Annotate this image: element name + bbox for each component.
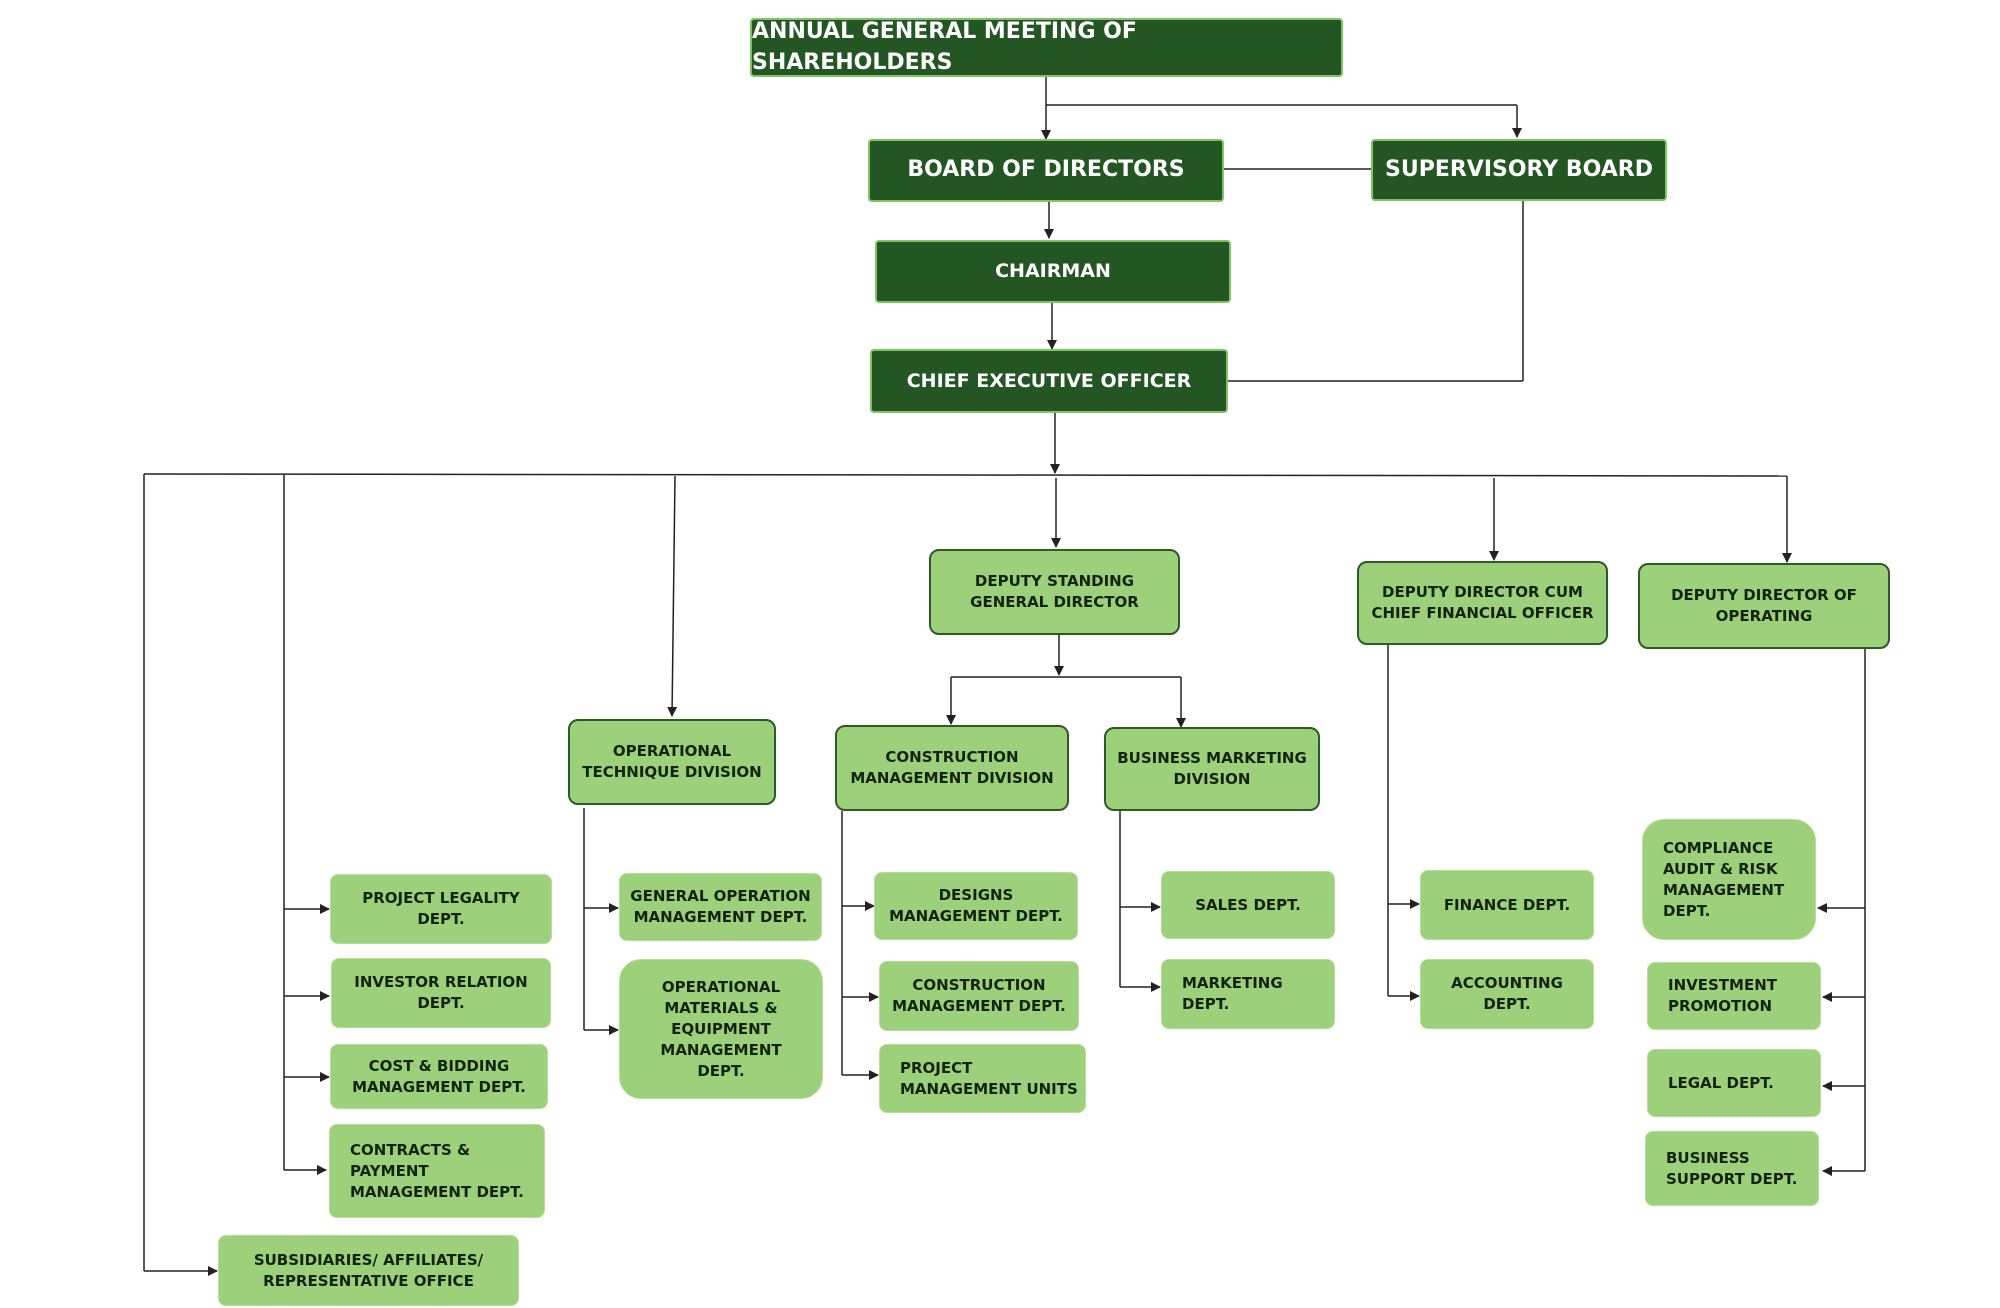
box-compliance-audit-risk-dept: COMPLIANCE AUDIT & RISK MANAGEMENT DEPT. (1642, 819, 1816, 940)
box-deputy-director-operating: DEPUTY DIRECTOR OF OPERATING (1638, 563, 1890, 649)
box-construction-management-dept: CONSTRUCTION MANAGEMENT DEPT. (879, 961, 1079, 1031)
box-contracts-payment-dept: CONTRACTS & PAYMENT MANAGEMENT DEPT. (329, 1124, 545, 1218)
connector-bus-operational-technique (667, 475, 678, 717)
box-investment-promotion: INVESTMENT PROMOTION (1647, 962, 1821, 1030)
box-operational-technique-division: OPERATIONAL TECHNIQUE DIVISION (568, 719, 776, 805)
box-business-marketing-division: BUSINESS MARKETING DIVISION (1104, 727, 1320, 811)
box-project-legality-dept: PROJECT LEGALITY DEPT. (330, 874, 552, 944)
box-investor-relation-dept: INVESTOR RELATION DEPT. (331, 958, 551, 1028)
box-supervisory-board: SUPERVISORY BOARD (1371, 139, 1667, 201)
box-operational-materials-dept: OPERATIONAL MATERIALS & EQUIPMENT MANAGE… (619, 959, 823, 1099)
box-chairman: CHAIRMAN (875, 240, 1231, 303)
box-legal-dept: LEGAL DEPT. (1647, 1049, 1821, 1117)
box-deputy-director-cfo: DEPUTY DIRECTOR CUM CHIEF FINANCIAL OFFI… (1357, 561, 1608, 645)
box-cost-bidding-dept: COST & BIDDING MANAGEMENT DEPT. (330, 1044, 548, 1109)
box-marketing-dept: MARKETING DEPT. (1161, 959, 1335, 1029)
box-designs-management-dept: DESIGNS MANAGEMENT DEPT. (874, 872, 1078, 940)
box-construction-management-division: CONSTRUCTION MANAGEMENT DIVISION (835, 725, 1069, 811)
box-board-of-directors: BOARD OF DIRECTORS (868, 139, 1224, 202)
box-general-operation-dept: GENERAL OPERATION MANAGEMENT DEPT. (619, 873, 822, 941)
box-subsidiaries-affiliates: SUBSIDIARIES/ AFFILIATES/ REPRESENTATIVE… (218, 1235, 519, 1306)
box-sales-dept: SALES DEPT. (1161, 871, 1335, 939)
box-project-management-units: PROJECT MANAGEMENT UNITS (879, 1044, 1086, 1113)
box-business-support-dept: BUSINESS SUPPORT DEPT. (1645, 1131, 1819, 1206)
box-deputy-standing-general-director: DEPUTY STANDING GENERAL DIRECTOR (929, 549, 1180, 635)
box-agm: ANNUAL GENERAL MEETING OF SHAREHOLDERS (750, 18, 1343, 77)
box-finance-dept: FINANCE DEPT. (1420, 870, 1594, 940)
connector-main-bus (143, 473, 1788, 477)
box-ceo: CHIEF EXECUTIVE OFFICER (870, 349, 1228, 413)
box-accounting-dept: ACCOUNTING DEPT. (1420, 959, 1594, 1029)
